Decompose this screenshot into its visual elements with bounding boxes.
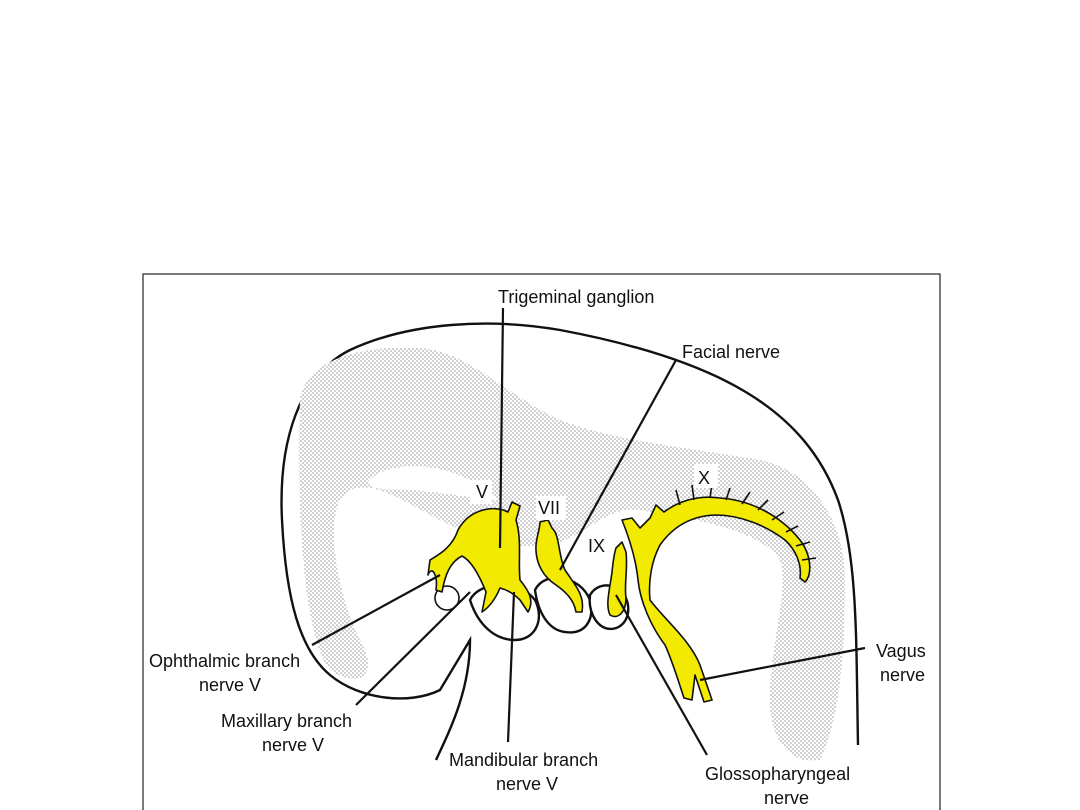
facial-nerve-vii [535,519,584,613]
label-facial-nerve: Facial nerve [682,342,780,362]
trigeminal-nerve-v [427,501,532,613]
vagus-branchlets [675,483,817,561]
numeral-v: V [476,482,488,502]
label-mandibular-line2: nerve V [496,774,558,794]
label-trigeminal-ganglion: Trigeminal ganglion [498,287,654,307]
label-vagus-line1: Vagus [876,641,926,661]
label-maxillary-line2: nerve V [262,735,324,755]
label-ophthalmic-line1: Ophthalmic branch [149,651,300,671]
numeral-x: X [698,468,710,488]
label-mandibular-line1: Mandibular branch [449,750,598,770]
label-maxillary-line1: Maxillary branch [221,711,352,731]
label-glossopharyngeal-line2: nerve [764,788,809,808]
numeral-ix: IX [588,536,605,556]
label-glossopharyngeal-line1: Glossopharyngeal [705,764,850,784]
neural-tube-stipple [299,347,846,761]
vagus-nerve-x [621,496,811,703]
label-vagus-line2: nerve [880,665,925,685]
glossopharyngeal-nerve-ix [607,541,628,618]
lumen [368,466,500,500]
numeral-vii: VII [538,498,560,518]
label-ophthalmic-line2: nerve V [199,675,261,695]
leader-lines [311,307,866,756]
